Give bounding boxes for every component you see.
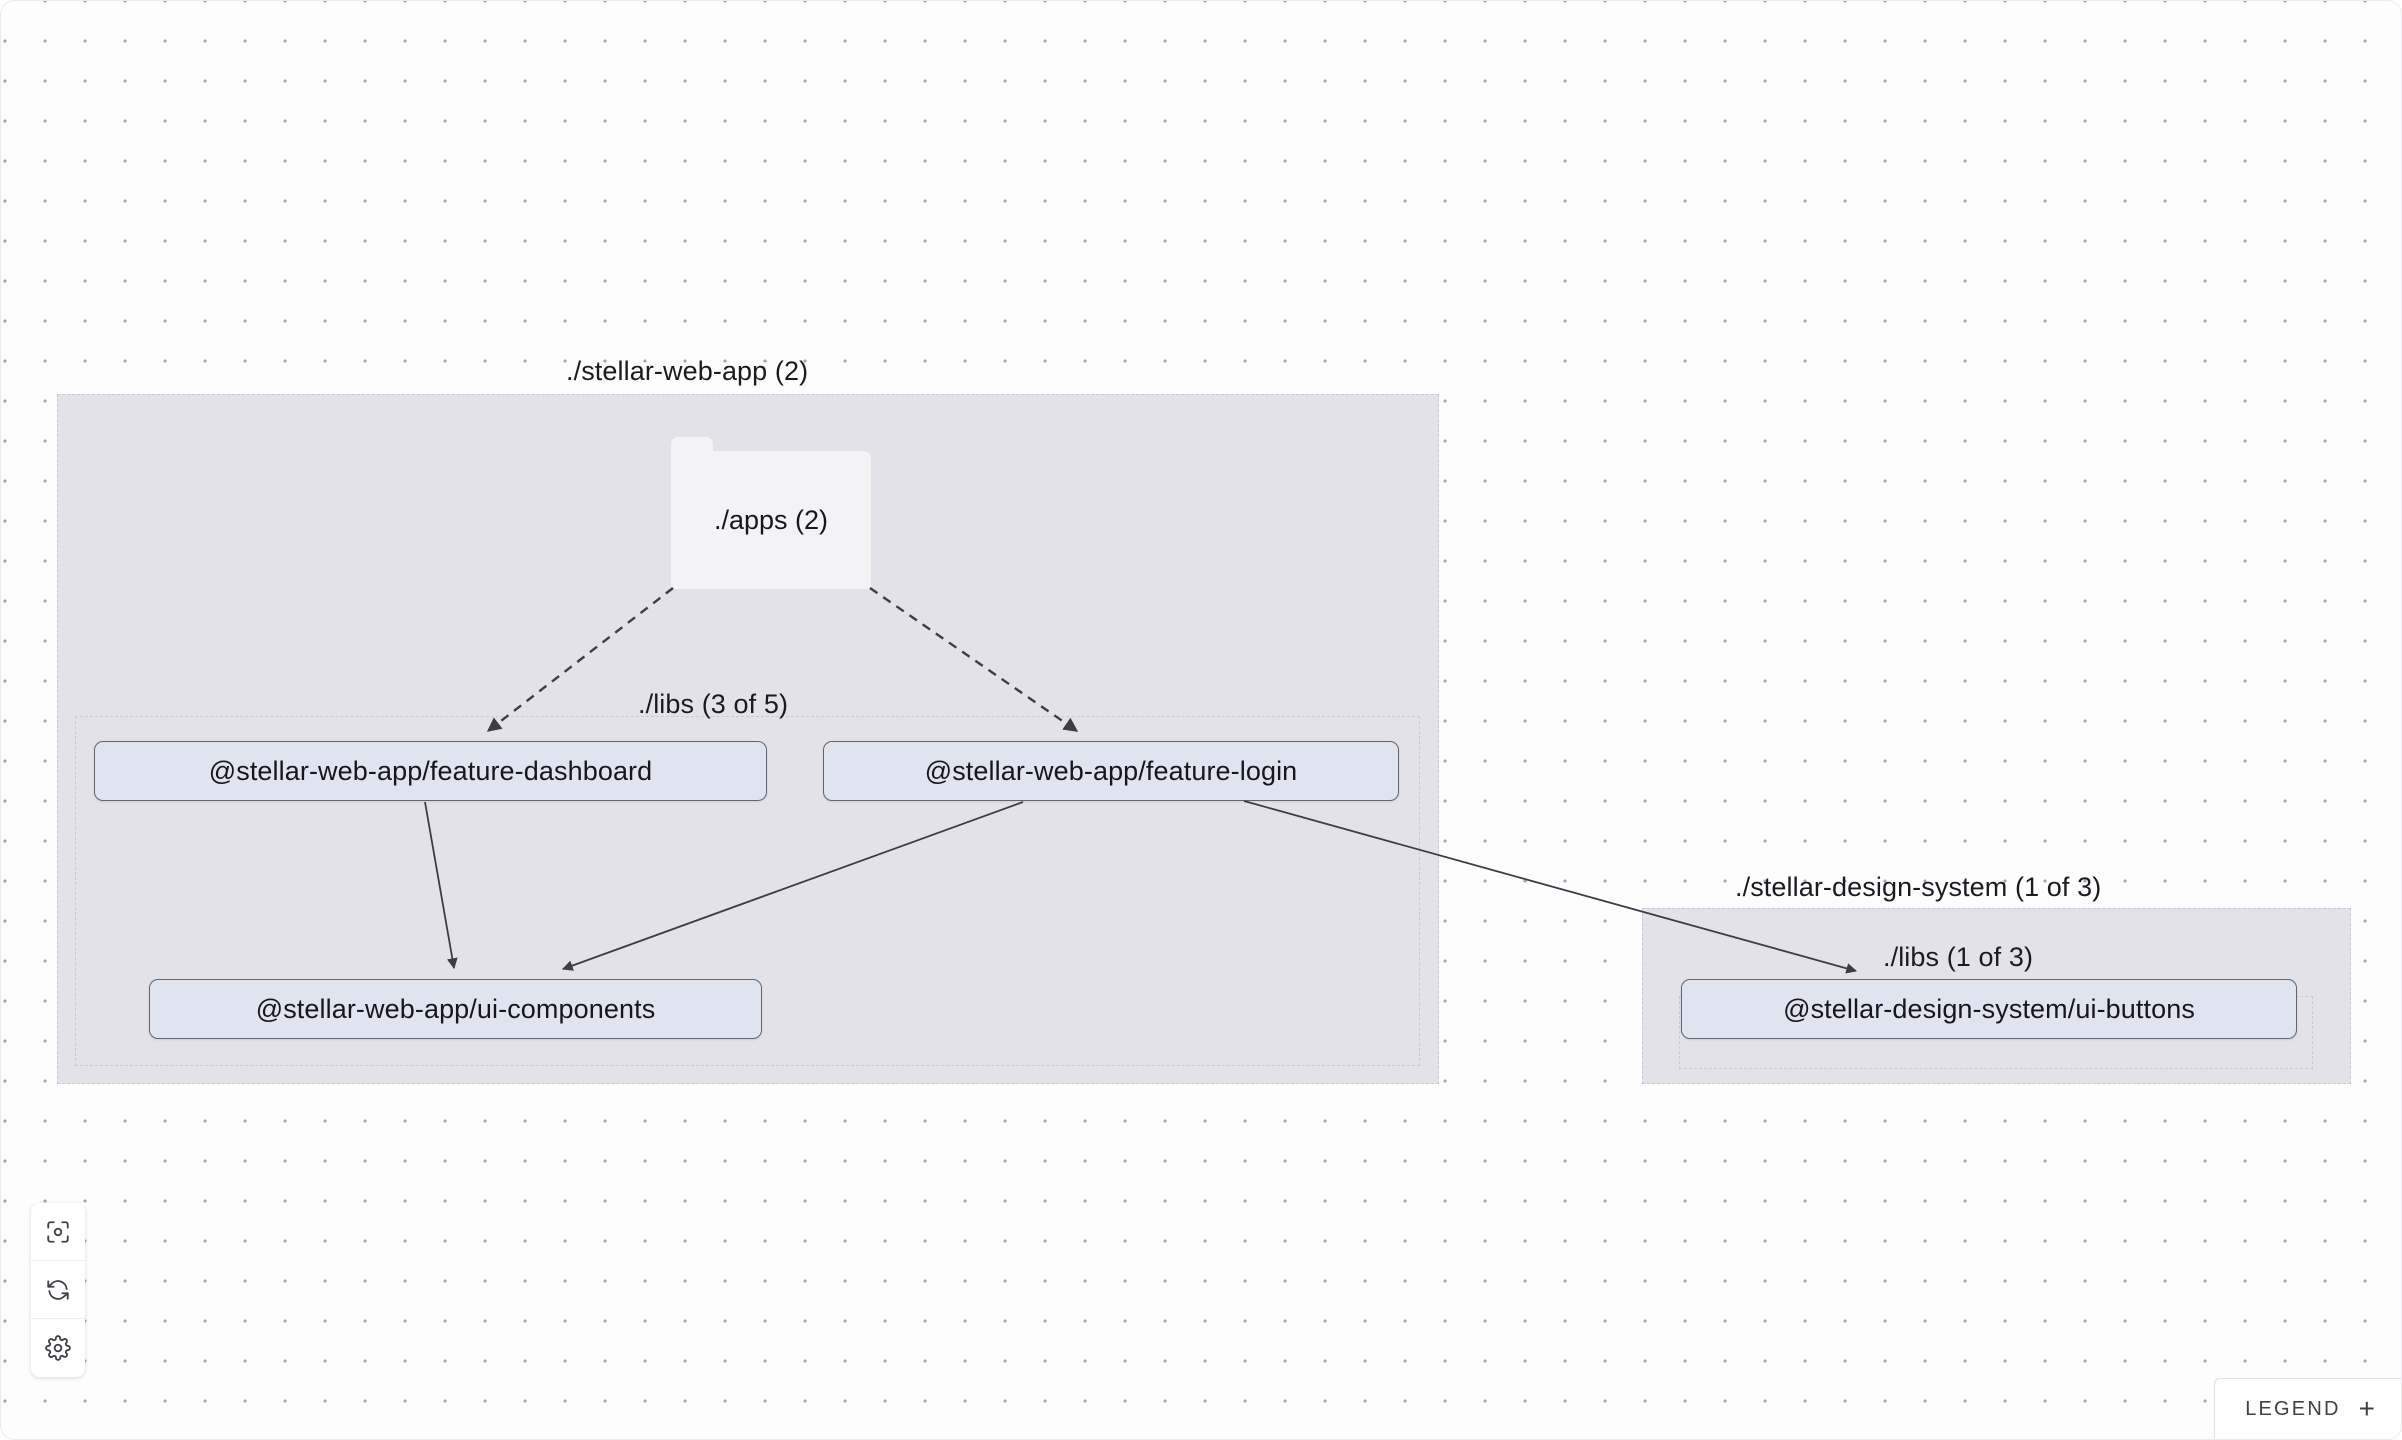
folder-body: ./apps (2) bbox=[671, 451, 871, 589]
folder-node-apps[interactable]: ./apps (2) bbox=[671, 437, 871, 589]
project-node-feature-login[interactable]: @stellar-web-app/feature-login bbox=[823, 741, 1399, 801]
project-node-label: @stellar-web-app/feature-dashboard bbox=[208, 755, 653, 786]
graph-settings-button[interactable] bbox=[31, 1319, 85, 1377]
refresh-graph-button[interactable] bbox=[31, 1261, 85, 1319]
subgroup-label-web-app-libs: ./libs (3 of 5) bbox=[638, 689, 789, 719]
folder-tab-icon bbox=[671, 437, 713, 455]
project-node-label: @stellar-design-system/ui-buttons bbox=[1783, 993, 2195, 1024]
legend-expand-icon[interactable]: + bbox=[2358, 1393, 2375, 1424]
legend-title: LEGEND bbox=[2245, 1397, 2341, 1420]
focus-graph-button[interactable] bbox=[31, 1203, 85, 1261]
project-node-label: @stellar-web-app/ui-components bbox=[255, 993, 656, 1024]
group-label-stellar-design-system: ./stellar-design-system (1 of 3) bbox=[1735, 872, 2102, 902]
folder-node-label: ./apps (2) bbox=[713, 504, 829, 535]
refresh-icon bbox=[45, 1277, 71, 1303]
project-node-ui-buttons[interactable]: @stellar-design-system/ui-buttons bbox=[1681, 979, 2297, 1039]
legend-panel[interactable]: LEGEND + bbox=[2214, 1378, 2401, 1439]
project-node-ui-components[interactable]: @stellar-web-app/ui-components bbox=[149, 979, 762, 1039]
focus-target-icon bbox=[45, 1219, 71, 1245]
project-node-feature-dashboard[interactable]: @stellar-web-app/feature-dashboard bbox=[94, 741, 767, 801]
graph-toolbar[interactable] bbox=[31, 1203, 85, 1377]
gear-icon bbox=[45, 1335, 71, 1361]
group-label-stellar-web-app: ./stellar-web-app (2) bbox=[566, 356, 809, 386]
project-node-label: @stellar-web-app/feature-login bbox=[924, 755, 1298, 786]
subgroup-label-design-system-libs: ./libs (1 of 3) bbox=[1883, 942, 2034, 972]
